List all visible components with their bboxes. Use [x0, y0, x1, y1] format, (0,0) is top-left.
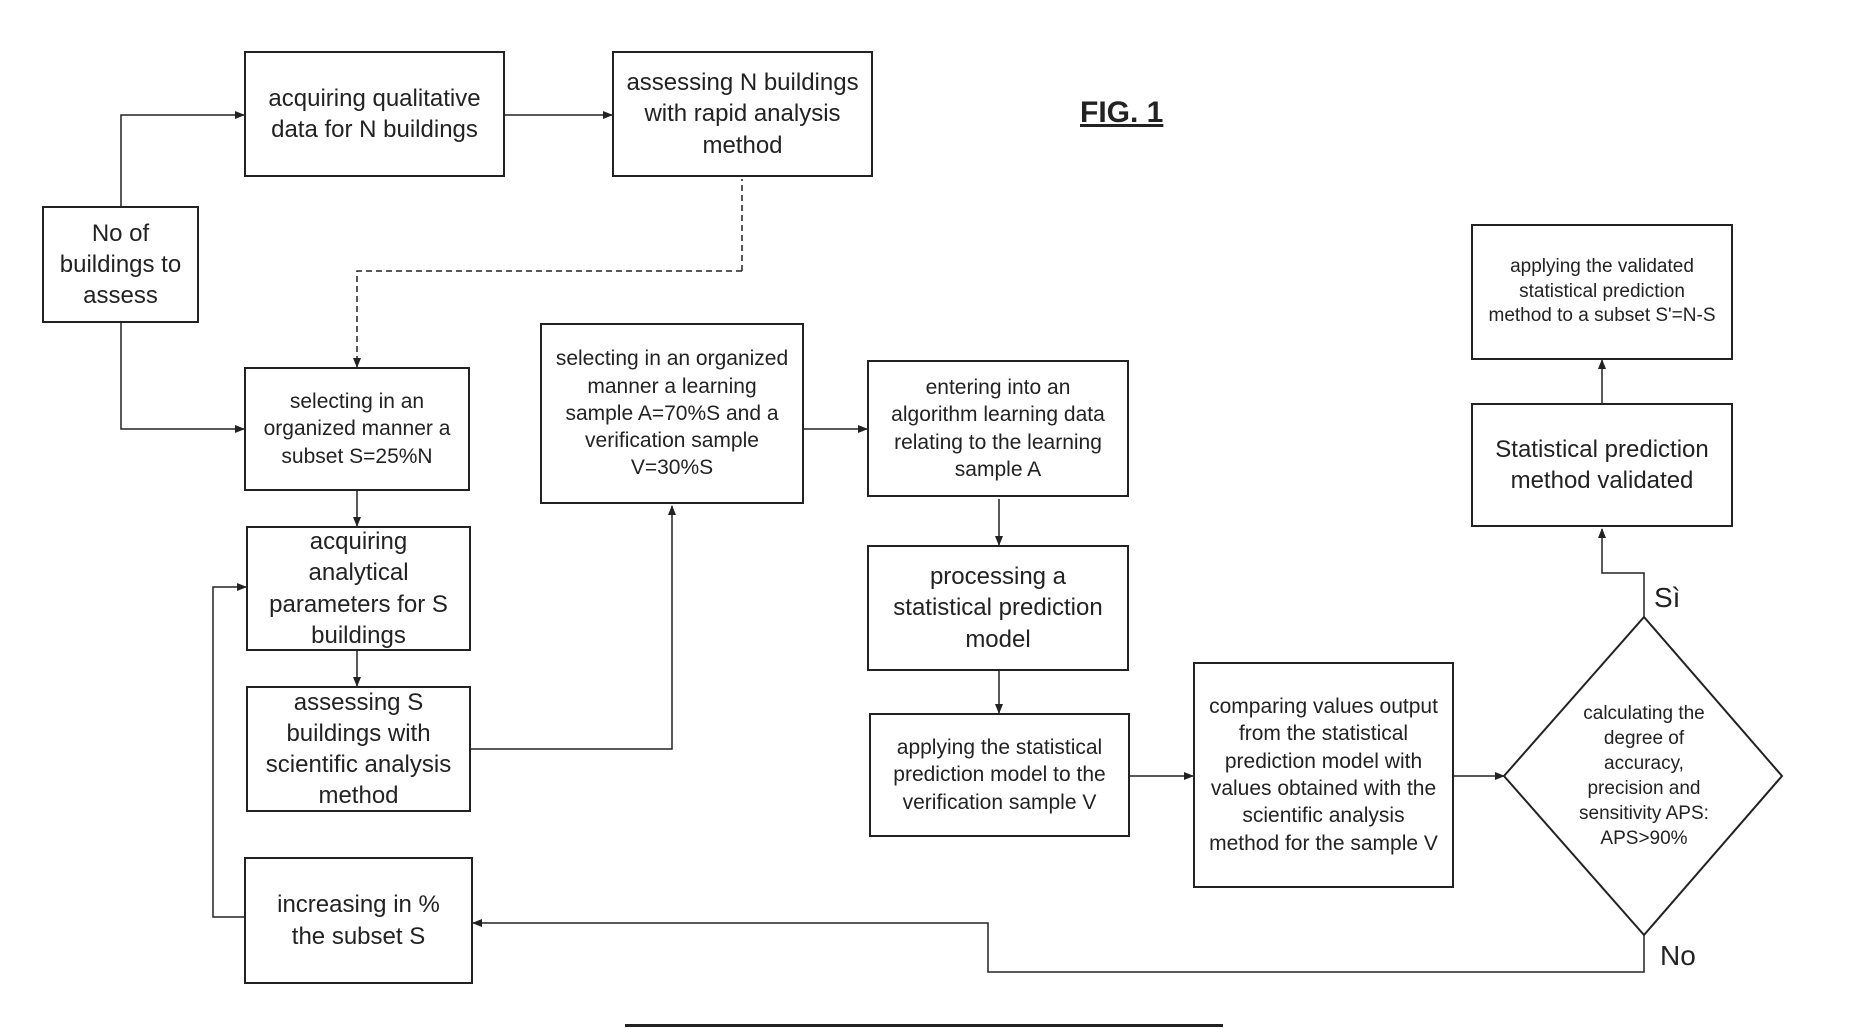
node-acquire-qualitative: acquiring qualitative data for N buildin… [244, 51, 505, 177]
node-apply-model: applying the statistical prediction mode… [869, 713, 1130, 837]
node-assess-scientific-label: assessing S buildings with scientific an… [260, 687, 457, 812]
node-enter-learning-label: entering into an algorithm learning data… [881, 374, 1115, 483]
node-select-subset-label: selecting in an organized manner a subse… [258, 388, 456, 470]
node-apply-model-label: applying the statistical prediction mode… [883, 734, 1116, 816]
node-decision-label: calculating the degree of accuracy, prec… [1568, 701, 1720, 851]
node-compare-values: comparing values output from the statist… [1193, 662, 1454, 888]
node-validated-label: Statistical prediction method validated [1485, 434, 1719, 496]
node-assess-scientific: assessing S buildings with scientific an… [246, 686, 471, 812]
node-assess-rapid: assessing N buildings with rapid analysi… [612, 51, 873, 177]
node-acquire-qualitative-label: acquiring qualitative data for N buildin… [258, 83, 491, 145]
node-process-model-label: processing a statistical prediction mode… [881, 561, 1115, 655]
node-apply-validated: applying the validated statistical predi… [1471, 224, 1733, 360]
node-select-samples-label: selecting in an organized manner a learn… [554, 345, 790, 481]
node-increase-subset: increasing in % the subset S [244, 857, 473, 984]
node-select-samples: selecting in an organized manner a learn… [540, 323, 804, 504]
node-process-model: processing a statistical prediction mode… [867, 545, 1129, 671]
node-increase-subset-label: increasing in % the subset S [258, 889, 459, 951]
node-acquire-analytical-label: acquiring analytical parameters for S bu… [260, 526, 457, 651]
arrow-assess-scientific-to-select-samples [470, 506, 672, 749]
node-select-subset: selecting in an organized manner a subse… [244, 367, 470, 491]
node-enter-learning: entering into an algorithm learning data… [867, 360, 1129, 497]
arrow-increase-subset-loop-to-acquire-analytical [213, 587, 246, 917]
node-apply-validated-label: applying the validated statistical predi… [1485, 255, 1719, 329]
arrow-decision-no-to-increase-subset [473, 923, 1644, 972]
node-decision: calculating the degree of accuracy, prec… [1568, 668, 1720, 884]
node-start: No of buildings to assess [42, 206, 199, 323]
arrow-decision-yes-to-validated [1602, 529, 1644, 617]
branch-label-yes: Sì [1654, 582, 1680, 614]
node-acquire-analytical: acquiring analytical parameters for S bu… [246, 526, 471, 651]
node-assess-rapid-label: assessing N buildings with rapid analysi… [626, 67, 859, 161]
node-start-label: No of buildings to assess [56, 218, 185, 312]
arrow-start-to-select-subset [121, 323, 244, 429]
figure-title: FIG. 1 [1080, 96, 1163, 130]
footer-rule [625, 1024, 1223, 1027]
branch-label-no: No [1660, 940, 1696, 972]
node-validated: Statistical prediction method validated [1471, 403, 1733, 527]
arrow-start-to-acquire-qualitative [121, 115, 244, 210]
node-compare-values-label: comparing values output from the statist… [1207, 693, 1440, 857]
